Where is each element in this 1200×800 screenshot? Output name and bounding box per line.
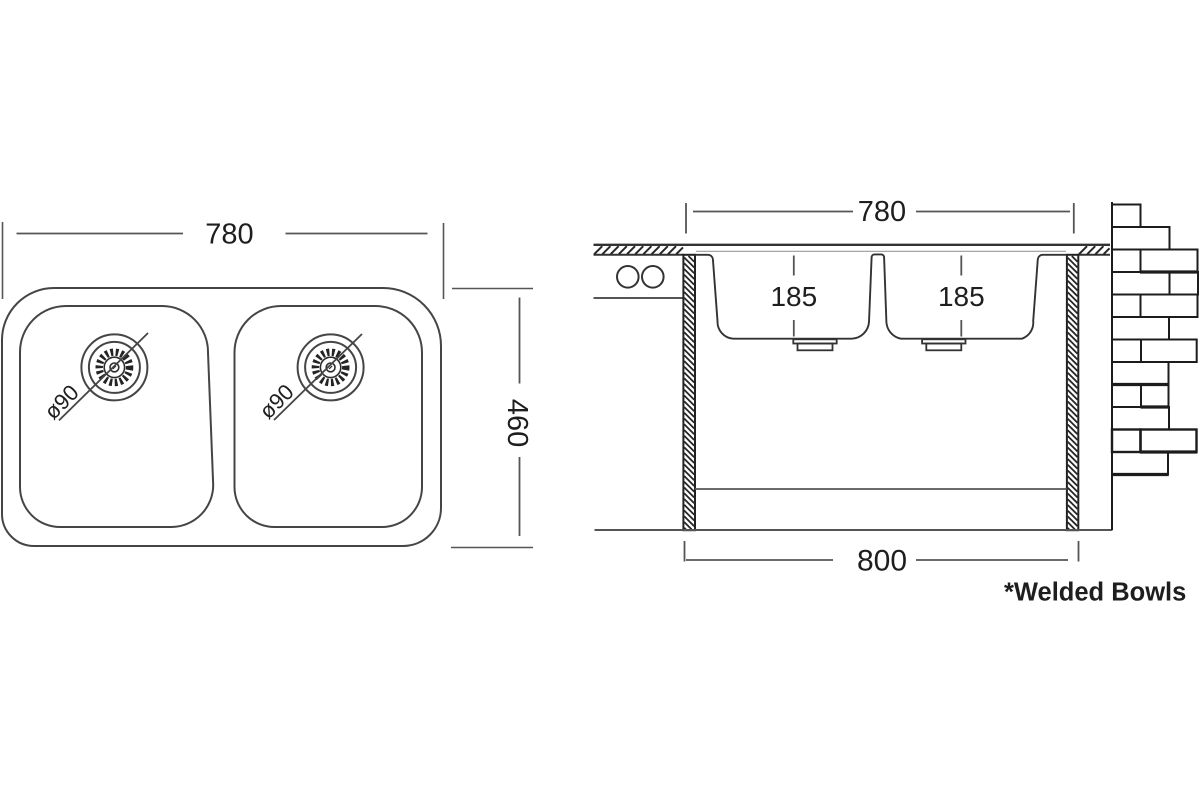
svg-text:460: 460 [501, 399, 533, 447]
svg-text:185: 185 [938, 281, 985, 312]
svg-text:185: 185 [770, 281, 817, 312]
svg-text:780: 780 [205, 219, 253, 251]
svg-text:800: 800 [857, 545, 907, 578]
svg-text:780: 780 [858, 196, 906, 228]
svg-text:*Welded Bowls: *Welded Bowls [1004, 579, 1186, 607]
